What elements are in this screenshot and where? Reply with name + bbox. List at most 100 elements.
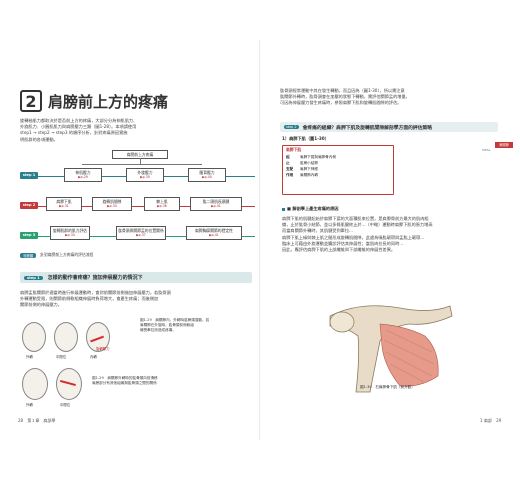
para-line: 肩胛下肌的肌腱起始於肩胛下窩的大面積肌束位置，是肩胛骨前方最大的肌肉組 (282, 216, 429, 221)
flow-box-label: 旋轉肌間隙 (102, 199, 122, 204)
para-line: 而當肩關節外轉時，其肌腱受到牽拉... (282, 228, 353, 234)
flowchart-legend: 流程圖 針對肩膀前上方疼痛的評估流程 (20, 252, 93, 258)
anatomy-heading-text: ■ 解剖學上產生疼痛的原因 (287, 206, 339, 211)
flow-box: 外旋壓力▶p.30 (126, 168, 164, 182)
infobox-key: 起 (286, 155, 290, 159)
section-heading-bar: step 1 怎樣的動作會疼痛？施加伸展壓力的情況下 (20, 272, 252, 283)
section-title: 會疼痛的組織？肩胛下肌及旋轉肌間隙解剖學方面的評估策略 (302, 125, 433, 131)
flow-box: 肱二頭肌長頭腱▶p.41 (190, 197, 242, 211)
humerus-diagram (22, 322, 46, 352)
fig-label: 中間位 (60, 403, 71, 407)
page-number: 28 (18, 418, 24, 423)
flow-box-ref: ▶p.34 (107, 204, 117, 208)
caption-line: 織受牽拉而造成疼痛。 (140, 328, 176, 333)
section-paragraph: 肩胛盂肱關節於適當時進行伸展運動時，會對前關節前側施加伸展壓力。若肱骨頭 外轉運… (20, 290, 252, 309)
right-page: 肱骨頭經常運動中其在發生轉動，而且因為（圖1-30），所以需注意 肱關節外轉時，… (260, 0, 520, 500)
chapter-tab: 肩關節 (495, 142, 513, 148)
flow-box-ref: ▶p.36 (157, 204, 167, 208)
fig-label: 外轉 (26, 355, 33, 359)
muscle-fibers (383, 329, 435, 383)
flow-box-label: 肱二頭肌長頭腱 (202, 199, 230, 204)
flow-box-ref: ▶p.40 (202, 175, 212, 179)
legend-text: 針對肩膀前上方疼痛的評估流程 (40, 252, 94, 257)
page-number: 29 (496, 418, 502, 423)
flow-box-label: 肱骨頭與關節盂的位置關係 (118, 228, 164, 233)
infobox-value: 肩關節內轉 (300, 173, 318, 177)
page-folio-right: 1 肩部 29 (480, 418, 501, 424)
flow-box-ref: ▶p.34 (65, 233, 75, 237)
section-line: 外轉運動受限，則關節前側軟組織伸展時負荷增大，會產生疼痛；而後側加 (20, 296, 159, 302)
muscle-info-box: 肩胛下肌 起肩胛下窩與肩胛骨內側 止肱骨小結節 支配 肩胛下神經 作用 肩關節內轉 (282, 145, 394, 195)
caption-line: 圖1-29 肩關節外轉時的肱骨頭向前滑移 (92, 376, 158, 380)
running-header: 1 肩部 (480, 418, 492, 423)
infobox-row: 支配 肩胛下神經 (283, 166, 393, 172)
flow-box-ref: ▶p.29 (78, 175, 88, 179)
flow-box: 肩胛胸廓關節的穩定性▶p.41 (186, 226, 242, 240)
humeral-head (329, 311, 355, 333)
flow-box: 肱骨頭與關節盂的位置關係▶p.37 (116, 226, 166, 240)
fig-label: 中間位 (56, 355, 67, 359)
flow-box-ref: ▶p.30 (140, 175, 150, 179)
shoulder-illustration (329, 305, 453, 393)
figure-caption-2: 圖1-29 肩關節外轉時的肱骨頭向前滑移 肩膀部分有其他組織與肱骨頭之間的關係 (92, 376, 242, 386)
flow-box: 旋轉肌間隙▶p.34 (92, 197, 132, 211)
intro-line: 旋轉袖肌力都取決於是否前上方的疼痛，大部分分為伸肌肌力、 (20, 118, 138, 123)
fig-label: 外轉 (26, 403, 33, 407)
flow-box: 旋轉肌群的肌力評估▶p.34 (50, 226, 90, 240)
infobox-title: 肩胛下肌 (286, 147, 302, 152)
evaluation-flowchart: 肩膀前上方疼痛 step 1 伸肌壓力▶p.29 外旋壓力▶p.30 腹背壓力▶… (20, 150, 255, 250)
para-line: 因此，應評估肩胛下肌的上部纖維與下部纖維的伸展性差異。 (282, 247, 396, 253)
chapter-heading: 2 肩膀前上方的疼痛 (20, 90, 168, 112)
flow-box-label: 腹背壓力 (199, 170, 215, 175)
section-step-pill: step 1 (24, 275, 43, 280)
humerus-diagram (22, 368, 48, 400)
figure-caption-1: 圖1-29 肩關節內、外轉時肱骨頭運動。若 肩關節在外旋時，肱骨頭前側軟組 織受… (140, 318, 252, 334)
chapter-title: 肩膀前上方的疼痛 (48, 92, 169, 111)
infobox-row: 作用 肩關節內轉 (283, 172, 393, 178)
flow-box-ref: ▶p.41 (211, 204, 221, 208)
para-line: 肱關節外轉時，肱骨頭會在加壓的狀態下轉動，需評估關節盂的增量， (280, 94, 410, 100)
running-header: 第１章 肩部學 (27, 418, 56, 423)
fig-label: 旋轉壓力 (96, 347, 110, 351)
infobox-row: 止肱骨小結節 (283, 160, 393, 166)
step2-tag: step 2 (20, 202, 38, 209)
para-line: 肩胛下肌上緣與棘上肌之間形成旋轉肌間隙，此處為喙肱韌帶與盂肱上韌帶... (282, 234, 425, 240)
fig-label: 內轉 (90, 355, 97, 359)
flow-box: 棘上肌▶p.36 (144, 197, 180, 211)
intro-line: 明肌群的各項運動。 (20, 136, 58, 142)
caption-line: 肩關節在外旋時，肱骨頭前側軟組 (140, 323, 194, 328)
caption-line: 圖1-29 肩關節內、外轉時肱骨頭運動。若 (140, 318, 210, 322)
square-bullet-icon (282, 207, 285, 211)
intro-paragraph: 旋轉袖肌力都取決於是否前上方的疼痛，大部分分為伸肌肌力、 外旋肌力、小圓肌肌力與… (20, 118, 252, 143)
flow-box-label: 外旋壓力 (137, 170, 153, 175)
infobox-row: 起肩胛下窩與肩胛骨內側 (283, 154, 393, 160)
flow-box-label: 伸肌壓力 (75, 170, 91, 175)
section-title: 怎樣的動作會疼痛？施加伸展壓力的情況下 (47, 275, 143, 281)
intro-line: step1 → step2 → step3 的順序分析，針對疼痛原因實施 (20, 130, 128, 136)
flow-box-ref: ▶p.37 (136, 233, 146, 237)
flow-box-label: 肩胛胸廓關節的穩定性 (195, 228, 233, 233)
flow-box-ref: ▶p.31 (59, 204, 69, 208)
step3-tag: step 3 (20, 232, 38, 239)
infobox-value: 肱骨小結節 (300, 161, 318, 165)
sub-heading: 1）肩胛下肌（圖1-30） (282, 136, 329, 141)
top-paragraph: 肱骨頭經常運動中其在發生轉動，而且因為（圖1-30），所以需注意 肱關節外轉時，… (280, 88, 500, 107)
rotation-figure: 外轉 中間位 內轉 旋轉壓力 外轉 中間位 (20, 318, 140, 408)
flow-root-label: 肩膀前上方疼痛 (126, 152, 154, 157)
anatomy-heading: ■ 解剖學上產生疼痛的原因 (282, 206, 338, 212)
para-line: 臨床上可藉由外旋運動並觸診評估其伸展性；當肌肉拉長的同時... (282, 240, 404, 246)
left-page: 2 肩膀前上方的疼痛 旋轉袖肌力都取決於是否前上方的疼痛，大部分分為伸肌肌力、 … (18, 90, 255, 423)
para-line: 肱骨頭經常運動中其在發生轉動，而且因為（圖1-30），所以需注意 (280, 88, 405, 93)
infobox-key: 作用 (286, 173, 294, 177)
legend-pill: 流程圖 (20, 252, 37, 258)
intro-line: 外旋肌力、小圓肌肌力與肩膀壓力三類（圖1-28）。本項請使用 (20, 124, 137, 130)
infobox-key: 支配 (286, 167, 294, 171)
flow-box: 伸肌壓力▶p.29 (64, 168, 102, 182)
vital-label: VITAL (482, 148, 491, 152)
step1-tag: step 1 (20, 172, 38, 179)
caption-line: 肩膀部分有其他組織與肱骨頭之間的關係 (92, 381, 157, 386)
humerus-diagram (54, 322, 78, 352)
infobox-value: 肩胛下神經 (300, 167, 318, 171)
chapter-number: 2 (20, 90, 42, 112)
section-step-pill: step 2 (284, 125, 299, 129)
